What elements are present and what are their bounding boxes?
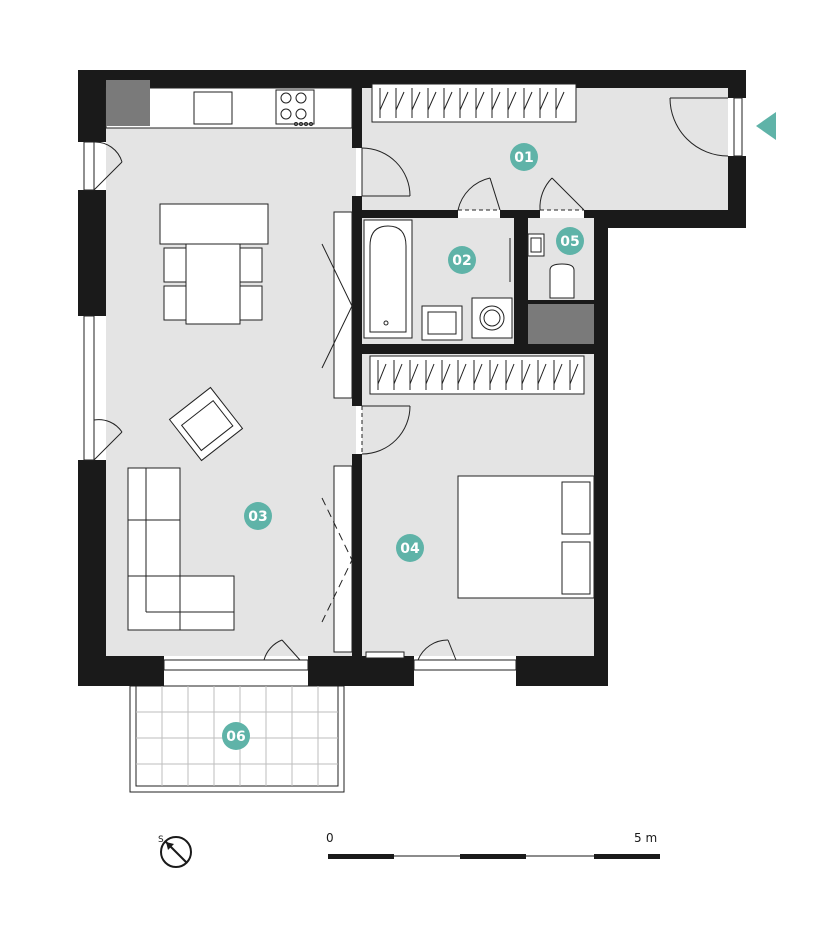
scale-bar: 0 5 m (326, 831, 660, 859)
radiator (365, 651, 405, 659)
sink (193, 91, 233, 125)
wc-door (539, 177, 585, 211)
room-label-01: 01 (510, 143, 538, 171)
room-labels: 01 02 03 04 05 06 (222, 143, 584, 750)
doors (93, 97, 729, 661)
living-cabinets (333, 211, 353, 653)
svg-text:02: 02 (452, 253, 471, 269)
walls (78, 70, 746, 686)
armchair (168, 386, 244, 462)
compass-mark: S (158, 835, 164, 845)
bathroom-fixtures (363, 219, 513, 341)
fridge (106, 80, 150, 126)
hall-wardrobe (371, 83, 577, 123)
kitchen (105, 80, 353, 129)
svg-text:03: 03 (248, 509, 267, 525)
bath-door (457, 177, 501, 211)
room-label-06: 06 (222, 722, 250, 750)
svg-text:05: 05 (560, 234, 579, 250)
double-bed (457, 475, 595, 599)
bedroom-door (361, 405, 411, 455)
living-hall-door (361, 147, 411, 197)
balcony-door (164, 639, 308, 661)
entrance-door (669, 97, 729, 157)
hob-icon (275, 89, 315, 126)
sliding-door-lines (321, 243, 353, 623)
room-label-05: 05 (556, 227, 584, 255)
scale-start-label: 0 (326, 831, 334, 845)
bedroom-window-door (414, 639, 516, 661)
balcony-tiles (136, 686, 338, 786)
sofa (127, 467, 235, 631)
room-label-03: 03 (244, 502, 272, 530)
bedroom-wardrobe (369, 355, 585, 395)
room-label-04: 04 (396, 534, 424, 562)
balcony (129, 685, 345, 793)
toilet (549, 263, 575, 299)
north-compass-icon: S (158, 835, 192, 868)
dining-set (159, 203, 269, 325)
windows (83, 97, 743, 671)
svg-text:06: 06 (226, 729, 245, 745)
room-label-02: 02 (448, 246, 476, 274)
wc-fixtures (527, 233, 575, 299)
svg-text:01: 01 (514, 150, 533, 166)
entrance-arrow-icon (756, 112, 776, 140)
svg-text:04: 04 (400, 541, 420, 557)
scale-end-label: 5 m (634, 831, 657, 845)
